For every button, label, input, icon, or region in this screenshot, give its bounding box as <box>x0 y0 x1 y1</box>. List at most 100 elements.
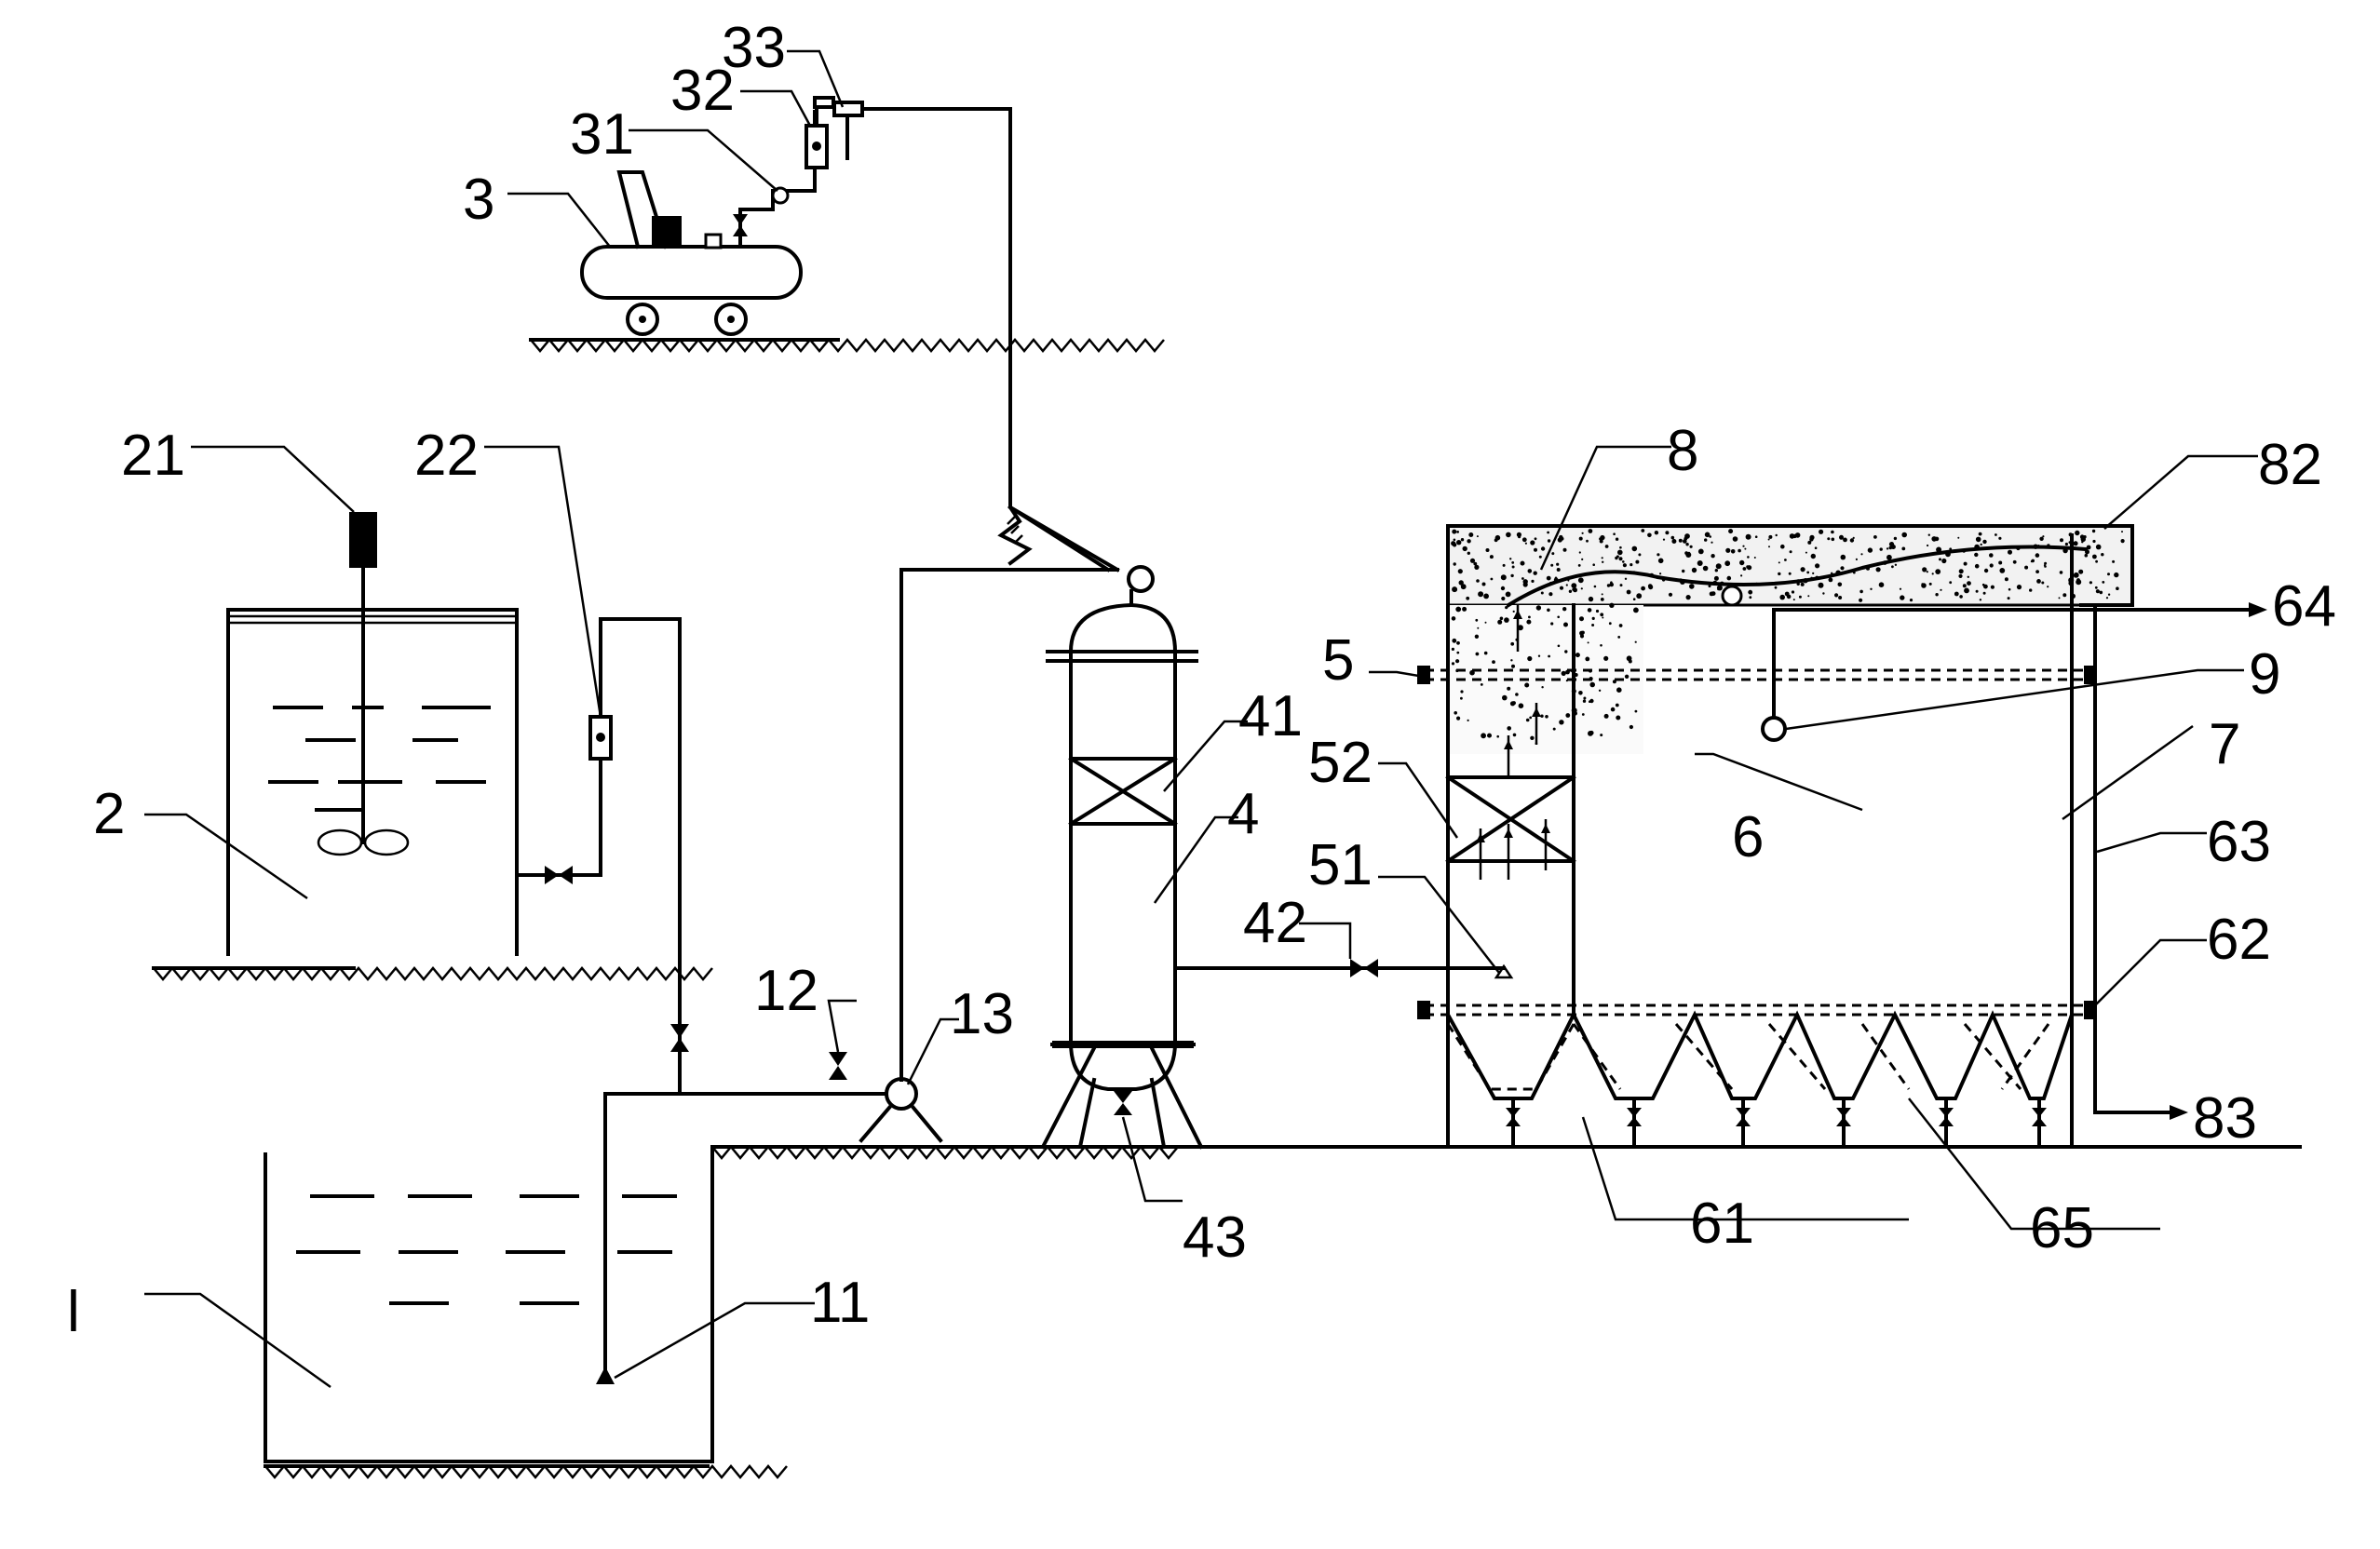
scum-speckle <box>1527 569 1533 573</box>
scum-speckle <box>1452 529 1457 534</box>
scum-speckle <box>1629 724 1633 730</box>
scum-speckle <box>1595 609 1600 613</box>
scum-speckle <box>1665 531 1670 535</box>
scum-speckle <box>2076 578 2080 582</box>
scum-speckle <box>1964 587 1969 594</box>
dosing-tank <box>226 512 689 1096</box>
scum-speckle <box>1499 616 1504 621</box>
scum-speckle <box>1732 536 1738 542</box>
mixer-motor-21 <box>349 512 377 568</box>
scum-speckle <box>1828 577 1833 583</box>
scum-speckle <box>1600 734 1603 737</box>
scum-speckle <box>1580 587 1583 590</box>
scum-speckle <box>1647 532 1652 538</box>
scum-speckle <box>1530 735 1535 740</box>
scum-speckle <box>1831 537 1835 542</box>
scum-speckle <box>1600 613 1604 617</box>
scum-speckle <box>1815 563 1820 569</box>
scum-speckle <box>1788 572 1792 575</box>
scum-speckle <box>1531 579 1535 584</box>
scum-speckle <box>1713 575 1719 581</box>
label-13: 13 <box>950 982 1014 1046</box>
scum-speckle <box>2073 541 2078 546</box>
scum-speckle <box>2047 586 2049 588</box>
scum-speckle <box>2031 559 2035 563</box>
scum-speckle <box>1617 549 1623 556</box>
scum-speckle <box>1456 716 1461 721</box>
scum-speckle <box>1587 608 1592 613</box>
mixer-impeller <box>317 828 363 856</box>
scum-speckle <box>1469 558 1476 563</box>
scum-speckle <box>1959 595 1963 599</box>
scum-speckle <box>1711 591 1716 596</box>
scum-speckle <box>1583 696 1587 700</box>
scum-speckle <box>2058 597 2061 599</box>
scum-speckle <box>2120 539 2125 544</box>
scum-speckle <box>1550 563 1554 567</box>
scum-speckle <box>2041 581 2045 585</box>
scum-speckle <box>1730 549 1736 554</box>
scum-speckle <box>1484 621 1487 624</box>
scum-speckle <box>1837 582 1843 587</box>
air-compressor <box>580 96 1120 572</box>
scum-speckle <box>2095 589 2100 594</box>
scum-speckle <box>1806 571 1810 574</box>
scum-speckle <box>1579 634 1585 639</box>
scum-speckle <box>1496 734 1499 738</box>
collection-sump <box>264 1092 719 1463</box>
scum-speckle <box>1983 568 1989 573</box>
scum-speckle <box>1657 553 1660 557</box>
scum-speckle <box>1530 540 1535 546</box>
scum-speckle <box>1685 543 1689 546</box>
label-83: 83 <box>2193 1086 2257 1151</box>
scum-speckle <box>1886 554 1892 560</box>
leader-lines <box>144 49 2258 1389</box>
scum-speckle <box>1873 535 1877 539</box>
scum-speckle <box>1547 531 1549 534</box>
scum-speckle <box>1935 593 1939 597</box>
scum-speckle <box>1954 591 1959 597</box>
scum-speckle <box>1668 592 1673 597</box>
scum-speckle <box>1622 560 1625 563</box>
scum-speckle <box>1504 617 1509 623</box>
scum-speckle <box>1602 616 1604 619</box>
scum-speckle <box>1931 536 1937 542</box>
scum-speckle <box>1589 730 1594 735</box>
label-11: 11 <box>810 1271 870 1335</box>
scum-speckle <box>1982 539 1987 545</box>
scum-speckle <box>1467 539 1471 544</box>
scum-speckle <box>2036 579 2041 584</box>
label-2: 2 <box>93 782 125 846</box>
scum-speckle <box>2024 565 2029 570</box>
scum-speckle <box>1629 563 1633 567</box>
scum-speckle <box>1747 565 1752 571</box>
scum-speckle <box>2101 553 2104 557</box>
scum-speckle <box>1603 655 1609 661</box>
sludge-hoppers-65 <box>1445 1010 2075 1100</box>
scum-speckle <box>1455 659 1460 664</box>
scum-speckle <box>2121 531 2123 533</box>
scum-speckle <box>1726 575 1732 581</box>
scum-speckle <box>1581 532 1584 534</box>
scum-speckle <box>2089 581 2092 585</box>
dissolved-air-tank <box>1040 565 1514 1150</box>
scum-speckle <box>1659 572 1662 575</box>
scum-speckle <box>1552 727 1556 731</box>
scum-speckle <box>1457 569 1463 574</box>
scum-speckle <box>1859 589 1863 594</box>
scum-speckle <box>1636 593 1643 599</box>
scum-speckle <box>1460 696 1463 700</box>
scum-speckle <box>1452 638 1457 643</box>
scum-speckle <box>1528 615 1531 619</box>
scum-speckle <box>1564 650 1568 653</box>
scum-speckle <box>1550 622 1554 626</box>
valve-42 <box>1350 959 1378 977</box>
ground-lines <box>152 338 2302 1479</box>
scum-speckle <box>1859 598 1863 602</box>
scum-speckle <box>1691 567 1697 573</box>
scum-speckle <box>1485 548 1490 552</box>
scum-speckle <box>1502 694 1508 701</box>
scum-speckle <box>1618 624 1623 627</box>
scum-speckle <box>1521 577 1524 580</box>
scum-speckle <box>1480 683 1483 686</box>
